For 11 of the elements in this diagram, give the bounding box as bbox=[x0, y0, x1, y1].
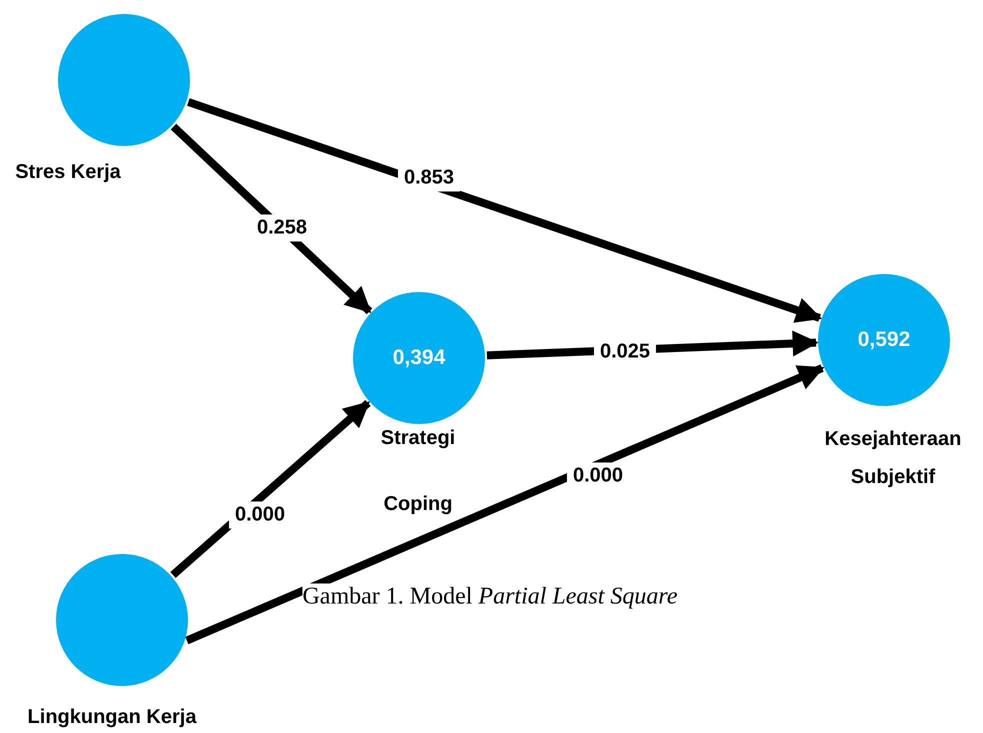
arrow bbox=[170, 400, 371, 578]
node-value: 0,592 bbox=[858, 328, 910, 352]
node-label: Kesejahteraan Subjektif bbox=[824, 427, 962, 490]
figure-caption: Gambar 1. Model Partial Least Square bbox=[302, 584, 678, 610]
node-label: Stres Kerja bbox=[14, 160, 122, 185]
arrow bbox=[187, 98, 822, 323]
arrow bbox=[185, 364, 824, 644]
node-label: Strategi Coping bbox=[380, 426, 456, 517]
node-label: Lingkungan Kerja bbox=[26, 705, 198, 730]
arrow bbox=[170, 124, 372, 314]
node-value: 0,394 bbox=[392, 346, 446, 370]
